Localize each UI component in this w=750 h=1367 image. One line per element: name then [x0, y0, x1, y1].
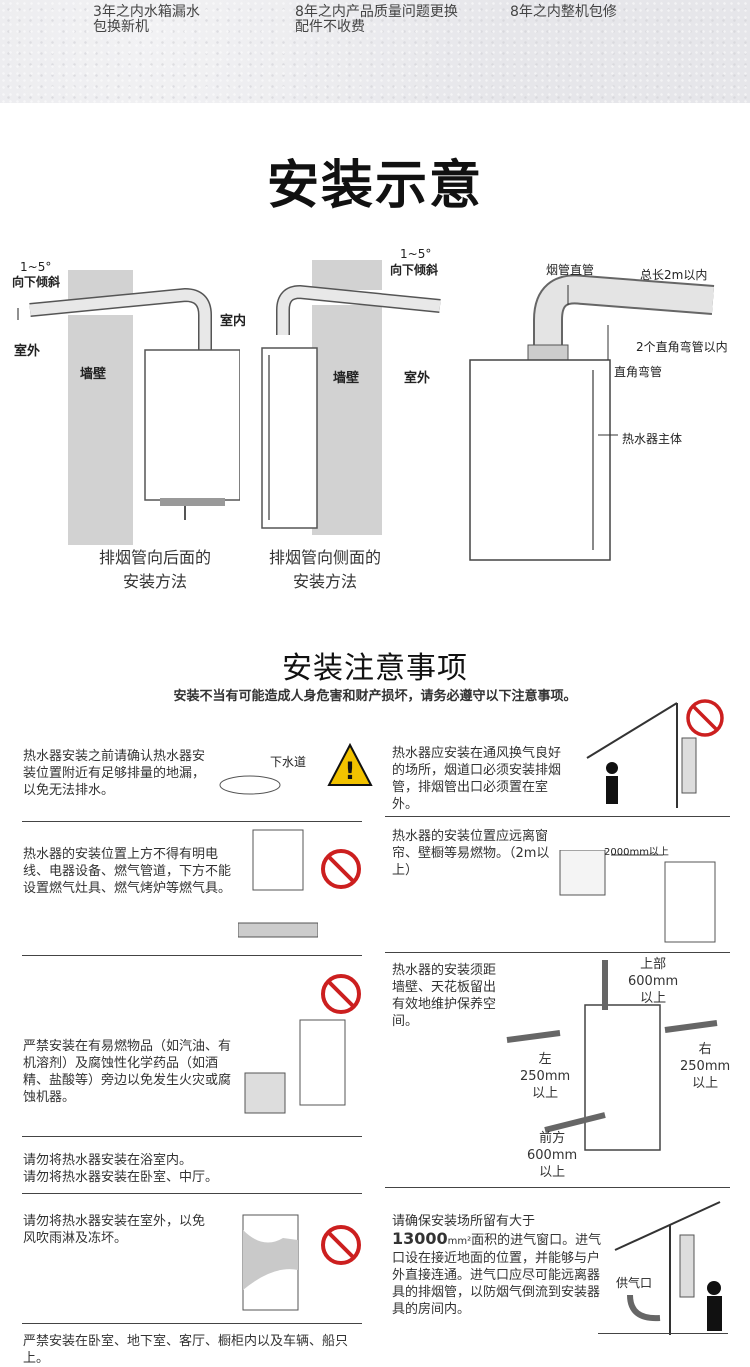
drain-icon	[219, 775, 281, 795]
note-outdoor: 请勿将热水器安装在室外，以免风吹雨淋及冻坏。	[23, 1214, 206, 1246]
separator	[22, 821, 362, 822]
side-caption: 排烟管向侧面的 安装方法	[255, 546, 395, 594]
heater-stove-icon	[238, 829, 318, 938]
note-ventilation: 热水器应安装在通风换气良好的场所，烟道口必须安装排烟管，排烟管出口必须置在室外。	[392, 746, 562, 812]
side-install-diagram	[261, 260, 441, 535]
warranty-item-1: 3年之内水箱漏水 包换新机	[93, 5, 200, 35]
separator	[385, 1187, 730, 1188]
separator	[385, 952, 730, 953]
note-above: 热水器的安装位置上方不得有明电线、电器设备、燃气管道，下方不能设置燃气灶具、燃气…	[23, 847, 232, 896]
left-label: 左	[538, 1052, 552, 1067]
warranty-2-line1: 8年之内产品质量问题更换	[295, 4, 458, 20]
side-outdoor-label: 室外	[404, 371, 431, 386]
right-value: 250mm	[680, 1059, 731, 1074]
warranty-1-line1: 3年之内水箱漏水	[93, 4, 200, 20]
separator	[22, 955, 362, 956]
prohibited-icon	[321, 1225, 361, 1265]
separator	[22, 1193, 362, 1194]
top-value: 600mm	[628, 974, 679, 989]
air-post: 面积的进气窗口。进气口设在接近地面的位置，并能够与户外直接连通。进气口应尽可能远…	[392, 1233, 602, 1317]
top-label: 上部	[640, 957, 667, 972]
rear-caption: 排烟管向后面的 安装方法	[60, 546, 250, 594]
side-angle-label: 1~5°	[400, 247, 432, 261]
front-value: 600mm	[527, 1148, 578, 1163]
rear-outdoor-label: 室外	[14, 344, 41, 359]
right-suffix: 以上	[692, 1076, 719, 1091]
rear-tilt-label: 向下倾斜	[12, 275, 61, 289]
warranty-item-2: 8年之内产品质量问题更换 配件不收费	[295, 5, 458, 35]
note-forbidden: 严禁安装在卧室、地下室、客厅、橱柜内以及车辆、船只上。	[23, 1334, 349, 1366]
note-bathroom-1: 请勿将热水器安装在浴室内。	[23, 1153, 193, 1168]
rear-indoor-label: 室内	[220, 314, 247, 329]
side-caption-2: 安装方法	[292, 572, 357, 591]
note-drain: 热水器安装之前请确认热水器安装位置附近有足够排量的地漏，以免无法排水。	[23, 749, 206, 798]
rear-angle-label: 1~5°	[20, 260, 52, 274]
straight-pipe-label: 烟管直管	[546, 263, 595, 277]
heater-canister-icon	[244, 1019, 346, 1114]
front-label: 前方	[539, 1131, 566, 1146]
clearance-diagram	[506, 960, 718, 1151]
install-title: 安装示意	[266, 156, 483, 216]
left-clearance: 左 250mm 以上	[520, 1051, 570, 1102]
note-clearance: 热水器的安装须距墙壁、天花板留出有效地维护保养空间。	[392, 963, 497, 1029]
curtain-heater-icon	[559, 850, 716, 943]
top-clearance: 上部 600mm 以上	[628, 956, 678, 1007]
svg-text:!: !	[345, 757, 356, 785]
separator	[385, 816, 730, 817]
two-elbows-label: 2个直角弯管以内	[636, 340, 728, 354]
note-air-inlet: 请确保安装场所留有大于13000mm²面积的进气窗口。进气口设在接近地面的位置，…	[392, 1213, 604, 1318]
notes-title: 安装注意事项	[282, 651, 468, 686]
separator	[22, 1323, 362, 1324]
warning-icon: !	[327, 743, 373, 786]
air-pre: 请确保安装场所留有大于	[392, 1214, 536, 1229]
main-body-label: 热水器主体	[622, 432, 683, 446]
heater-rain-icon	[242, 1214, 299, 1311]
elbow-label: 直角弯管	[614, 365, 663, 379]
curtain-distance-label: 2000mm以上	[604, 847, 669, 858]
air-inlet-label: 供气口	[616, 1276, 653, 1290]
rear-caption-1: 排烟管向后面的	[98, 548, 211, 567]
note-flammable: 严禁安装在有易燃物品（如汽油、有机溶剂）及腐蚀性化学药品（如酒精、盐酸等）旁边以…	[23, 1039, 232, 1105]
warranty-banner: 3年之内水箱漏水 包换新机 8年之内产品质量问题更换 配件不收费 8年之内整机包…	[0, 0, 750, 103]
front-clearance: 前方 600mm 以上	[527, 1130, 577, 1181]
left-value: 250mm	[520, 1069, 571, 1084]
parts-diagram	[469, 274, 715, 561]
ventilation-house-icon	[586, 699, 724, 808]
rear-caption-2: 安装方法	[122, 572, 187, 591]
drain-label: 下水道	[270, 755, 307, 769]
side-caption-1: 排烟管向侧面的	[268, 548, 381, 567]
rear-install-diagram	[17, 270, 240, 545]
separator	[22, 1136, 362, 1137]
note-bathroom-2: 请勿将热水器安装在卧室、中厅。	[23, 1170, 219, 1185]
total-length-label: 总长2m以内	[640, 268, 708, 282]
separator	[598, 1333, 728, 1334]
air-number: 13000	[392, 1229, 448, 1248]
front-suffix: 以上	[539, 1165, 566, 1180]
warranty-1-line2: 包换新机	[93, 19, 149, 35]
warranty-item-3: 8年之内整机包修	[510, 5, 617, 20]
air-unit: mm²	[447, 1236, 472, 1247]
notes-subtitle: 安装不当有可能造成人身危害和财产损坏，请务必遵守以下注意事项。	[173, 689, 577, 704]
note-curtain: 热水器的安装位置应远离窗帘、壁橱等易燃物。（2m以上）	[392, 829, 550, 878]
side-wall-label: 墙壁	[333, 371, 360, 386]
right-label: 右	[698, 1042, 712, 1057]
side-tilt-label: 向下倾斜	[390, 263, 439, 277]
banner-texture	[0, 0, 750, 103]
warranty-3-line1: 8年之内整机包修	[510, 4, 617, 20]
rear-wall-label: 墙壁	[80, 367, 107, 382]
warranty-2-line2: 配件不收费	[295, 19, 365, 35]
prohibited-icon	[321, 849, 361, 889]
air-inlet-diagram	[614, 1201, 722, 1335]
prohibited-icon	[321, 974, 361, 1014]
right-clearance: 右 250mm 以上	[680, 1041, 730, 1092]
top-suffix: 以上	[640, 991, 667, 1006]
left-suffix: 以上	[532, 1086, 559, 1101]
